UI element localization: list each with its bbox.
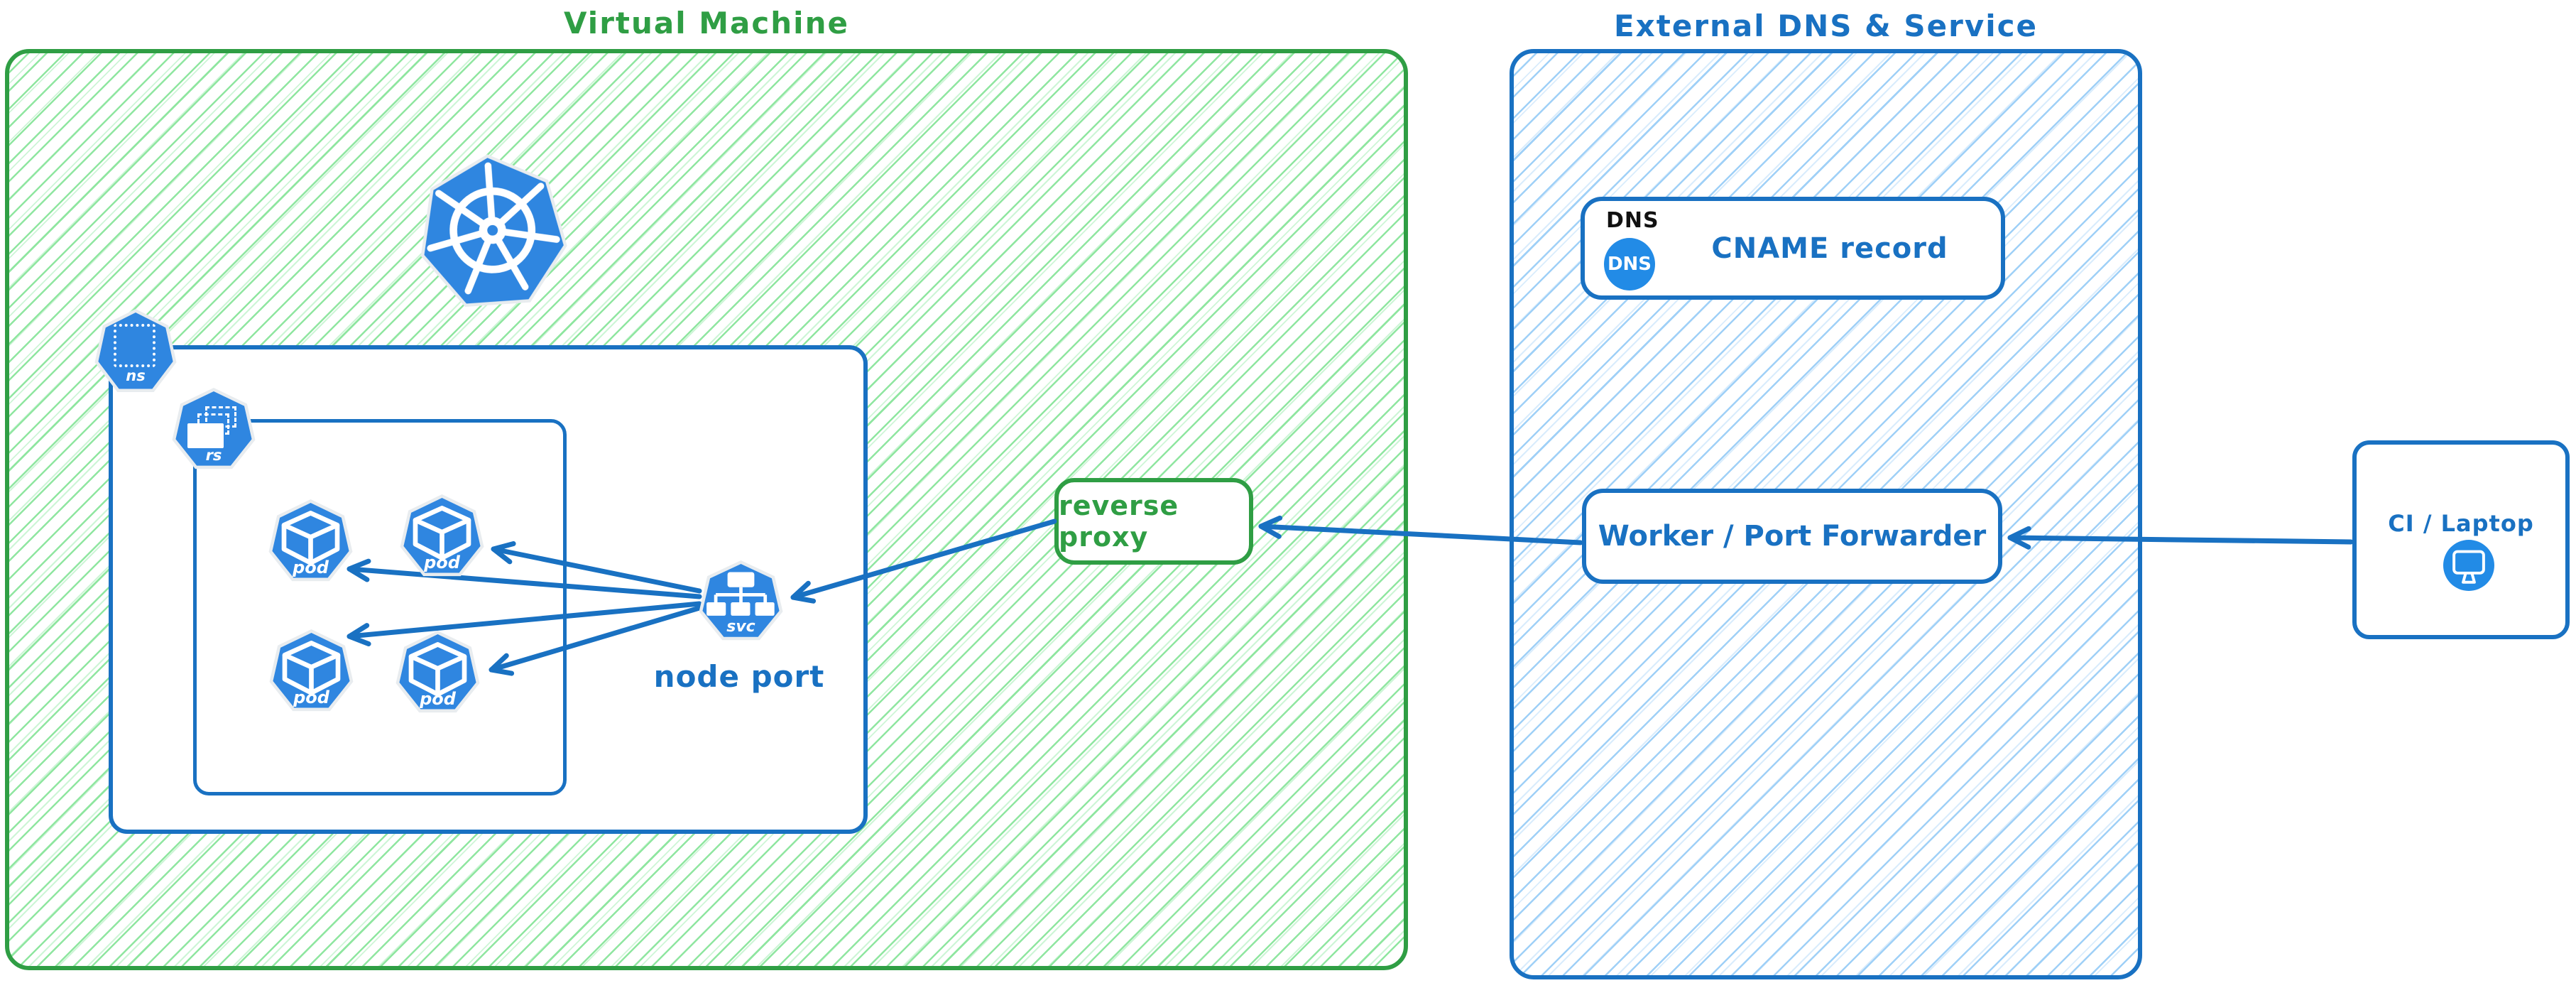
- vm-group-title: Virtual Machine: [564, 6, 849, 40]
- pod-icon: pod: [268, 499, 353, 582]
- monitor-icon: [2443, 540, 2494, 591]
- cube-icon: [413, 506, 471, 560]
- service-tree-icon: [706, 572, 775, 616]
- ci-laptop-box: CI / Laptop: [2352, 440, 2570, 639]
- reverse-proxy-label: reverse proxy: [1059, 490, 1179, 553]
- service-icon: svc: [699, 560, 783, 641]
- cube-icon: [282, 641, 341, 695]
- monitor-glyph: [2452, 550, 2485, 584]
- pod-badge: pod: [293, 688, 329, 708]
- helm-wheel-icon: [412, 149, 573, 317]
- pod-badge: pod: [293, 558, 329, 578]
- namespace-icon: ns: [94, 309, 177, 392]
- pod-badge: pod: [420, 689, 456, 710]
- replicaset-badge: rs: [205, 446, 222, 464]
- pod-icon: pod: [400, 494, 484, 577]
- reverse-proxy-box: reverse proxy: [1054, 478, 1253, 565]
- cname-record-label: CNAME record: [1711, 232, 1948, 265]
- ci-laptop-label: CI / Laptop: [2388, 510, 2534, 537]
- kubernetes-icon: [412, 149, 573, 317]
- cname-record-box: DNS DNS CNAME record: [1581, 197, 2005, 300]
- external-group-title: External DNS & Service: [1613, 9, 2039, 43]
- dotted-square-icon: [114, 323, 156, 368]
- worker-port-forwarder-label: Worker / Port Forwarder: [1598, 520, 1987, 553]
- node-port-label: node port: [653, 659, 825, 694]
- dns-icon: DNS: [1604, 238, 1655, 290]
- service-badge: svc: [726, 618, 755, 636]
- pod-icon: pod: [395, 631, 480, 713]
- namespace-badge: ns: [126, 366, 146, 384]
- dns-tag: DNS: [1606, 208, 1659, 233]
- cube-icon: [408, 642, 467, 697]
- cube-icon: [281, 511, 340, 565]
- worker-port-forwarder-box: Worker / Port Forwarder: [1582, 489, 2002, 584]
- pod-icon: pod: [269, 629, 354, 712]
- replicaset-icon: rs: [172, 388, 256, 469]
- stacked-rect-icon: [187, 423, 224, 449]
- replicaset-box: [193, 419, 567, 795]
